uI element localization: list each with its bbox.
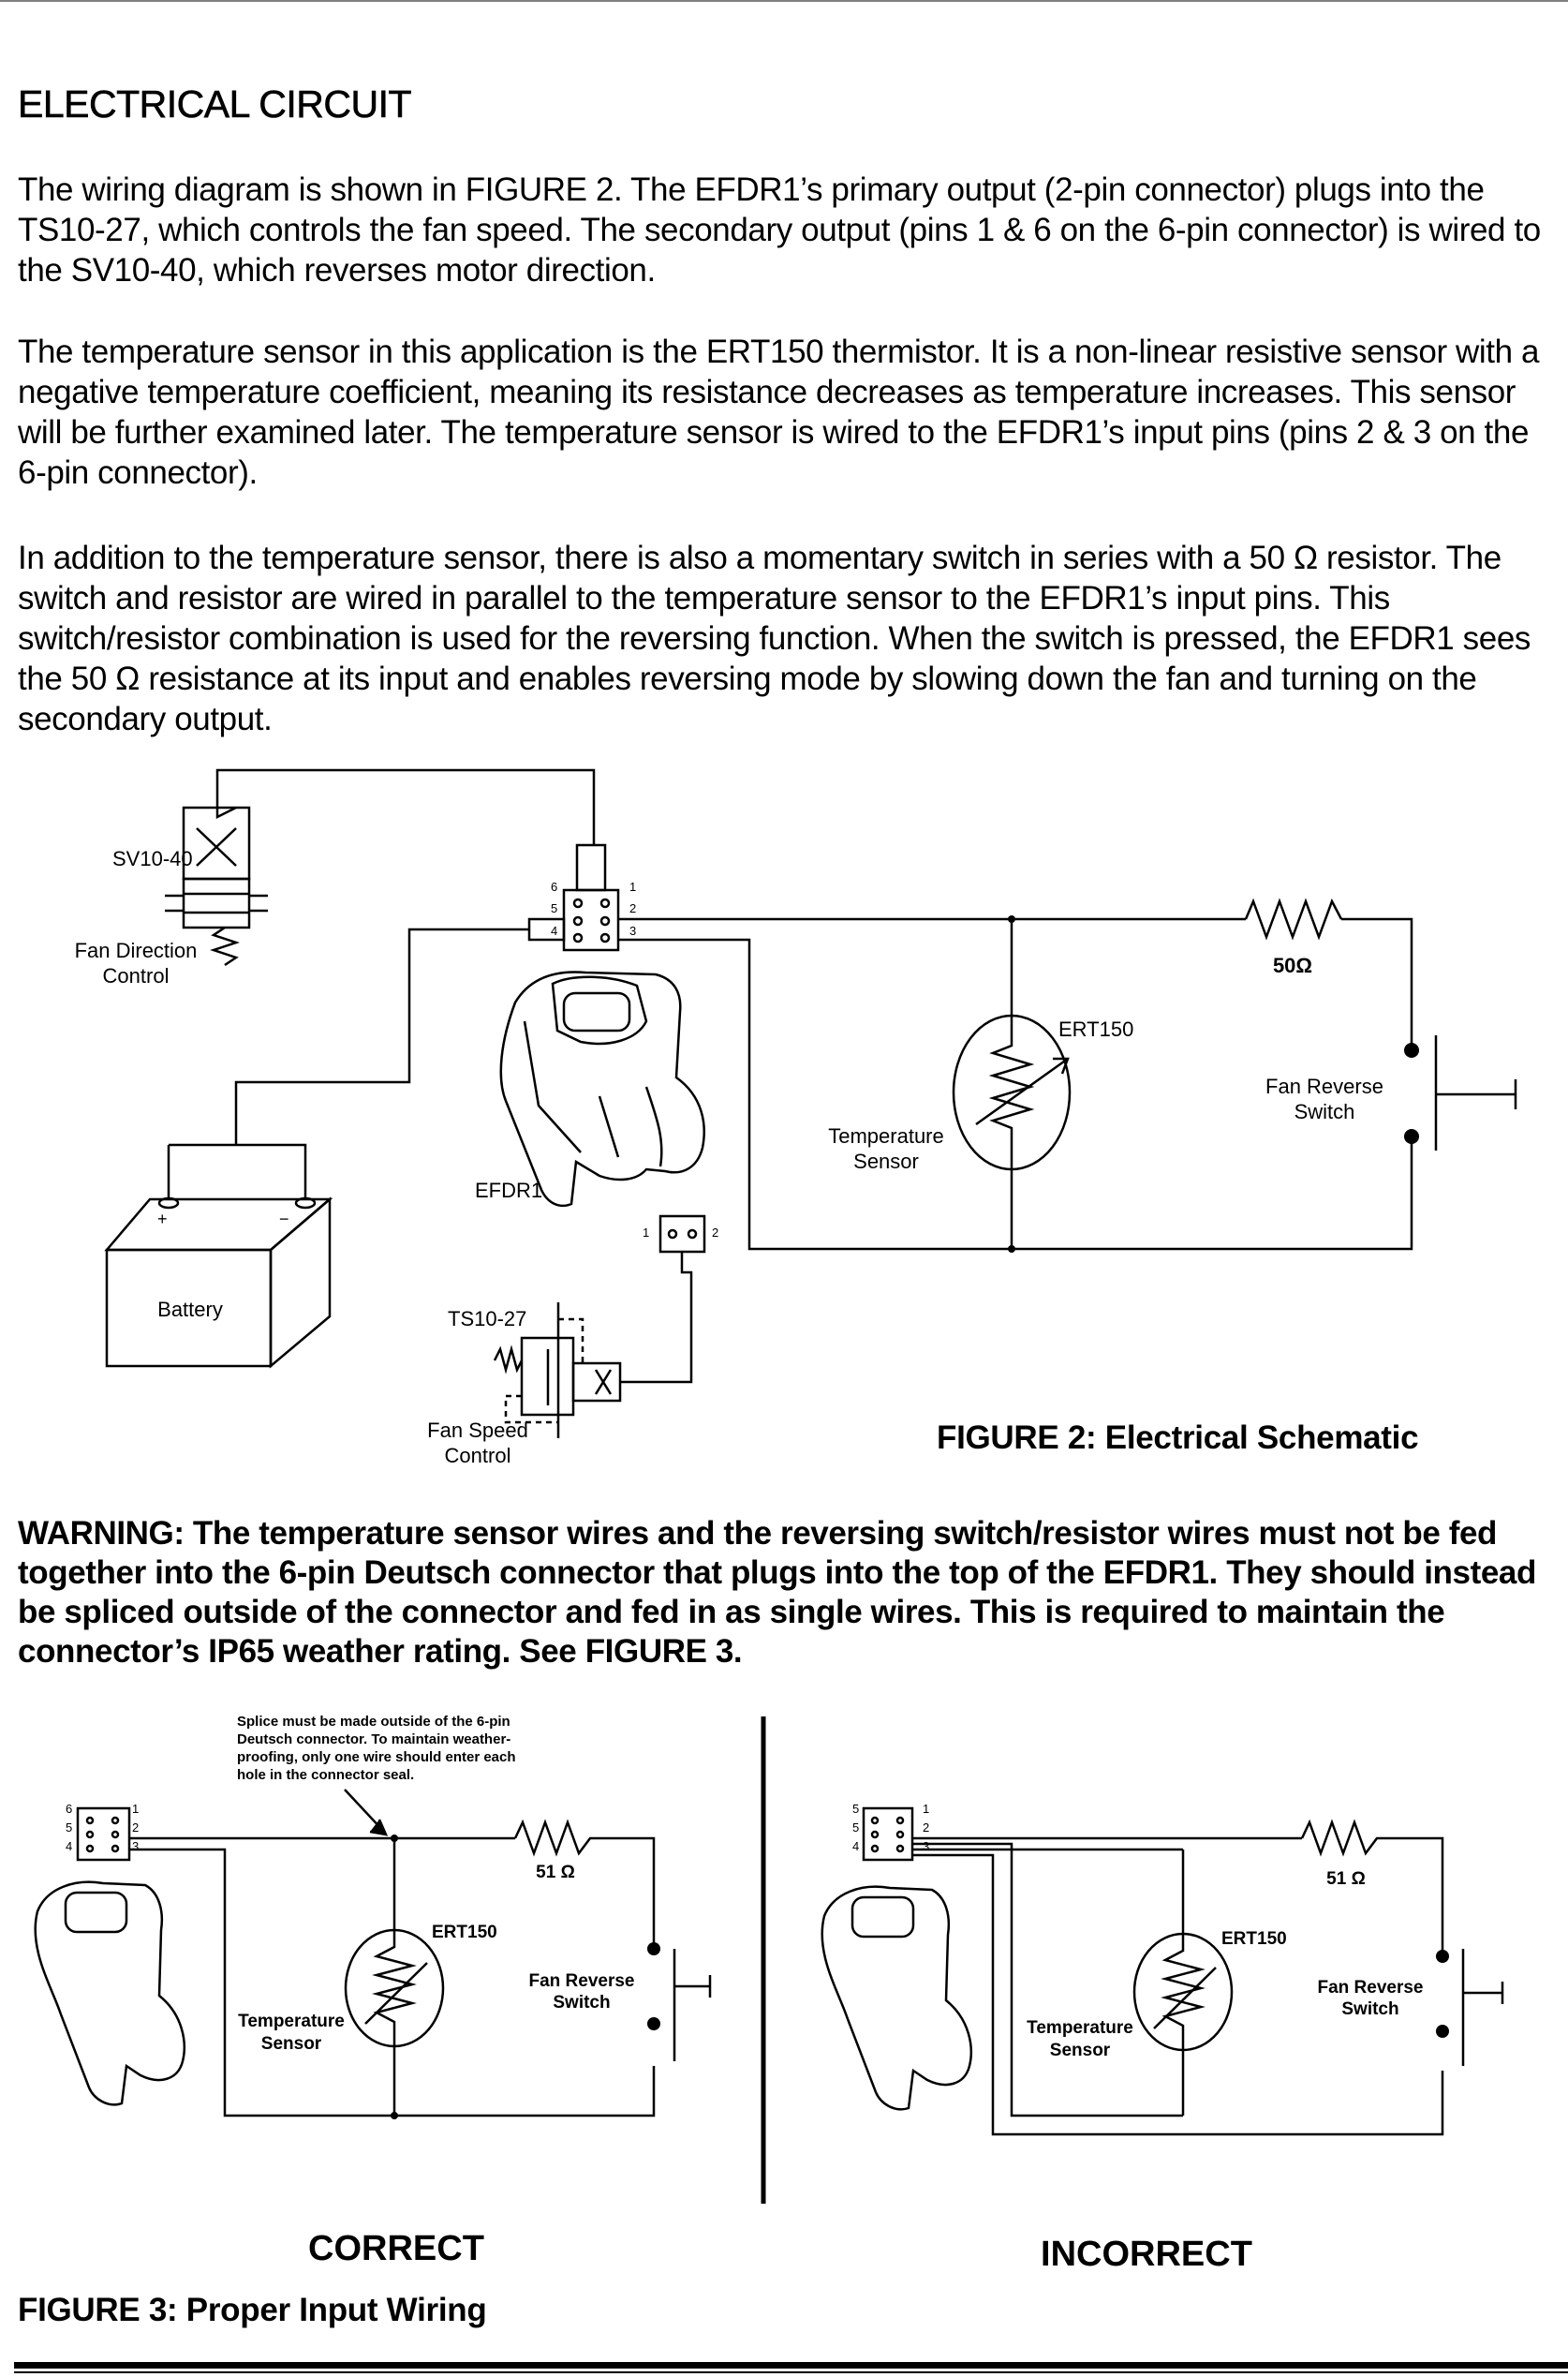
bottom-rule	[14, 2362, 1568, 2369]
connector-6pin-cap	[575, 843, 607, 892]
correct-pin-6: 6	[66, 1802, 72, 1816]
pin-label-2pin-1: 1	[643, 1226, 649, 1240]
correct-sensor-label-1: Temperature	[238, 2012, 345, 2031]
pin-label-3: 3	[629, 924, 636, 938]
splice-note-line-3: proofing, only one wire should enter eac…	[237, 1749, 516, 1765]
incorrect-pin-5: 5	[852, 1820, 859, 1835]
efdr1-controller	[499, 971, 705, 1208]
pin-label-4: 4	[551, 924, 557, 938]
pin-label-1: 1	[629, 880, 636, 894]
valve-ts10-27	[493, 1302, 622, 1438]
label-fan-direction: Fan Direction	[75, 939, 198, 962]
label-battery: Battery	[157, 1298, 223, 1321]
label-fan-reverse: Fan Reverse	[1265, 1075, 1383, 1098]
incorrect-pin-2: 2	[923, 1820, 929, 1835]
label-temperature-sensor: Temperature	[828, 1124, 944, 1148]
paragraph-switch: In addition to the temperature sensor, t…	[18, 540, 1531, 737]
paragraph-wiring: The wiring diagram is shown in FIGURE 2.…	[18, 171, 1541, 289]
correct-pin-2: 2	[132, 1820, 139, 1835]
valve-sv10-40	[165, 806, 268, 967]
bottom-rule-thin	[14, 2371, 1568, 2373]
wire-valve-top	[215, 768, 596, 845]
splice-note-line-1: Splice must be made outside of the 6-pin	[237, 1714, 510, 1730]
correct-switch-label-2: Switch	[553, 1993, 610, 2013]
correct-ert150-label: ERT150	[432, 1923, 497, 1942]
incorrect-ert150-label: ERT150	[1221, 1929, 1287, 1949]
label-sv10-40: SV10-40	[112, 847, 193, 870]
incorrect-pin-3: 3	[923, 1839, 929, 1853]
wire-switch-bottom	[618, 938, 1413, 1251]
temperature-sensor-symbol	[952, 1014, 1072, 1171]
pin-label-2: 2	[629, 901, 636, 915]
label-battery-pos: +	[157, 1210, 168, 1228]
section-heading: ELECTRICAL CIRCUIT	[18, 82, 412, 126]
pin-label-2pin-2: 2	[712, 1226, 718, 1240]
battery	[104, 1196, 333, 1369]
figure-3-caption: FIGURE 3: Proper Input Wiring	[18, 2292, 487, 2328]
label-ts10-27: TS10-27	[448, 1307, 526, 1330]
pin-label-6: 6	[551, 880, 557, 894]
incorrect-pin-4: 4	[852, 1839, 859, 1853]
resistor-50	[1244, 898, 1343, 941]
pin-label-5: 5	[551, 901, 557, 915]
incorrect-switch-label-1: Fan Reverse	[1317, 1978, 1423, 1998]
incorrect-switch-label-2: Switch	[1341, 1999, 1398, 2019]
warning-paragraph: WARNING: The temperature sensor wires an…	[18, 1515, 1536, 1670]
label-fan-speed: Fan Speed	[427, 1419, 528, 1442]
correct-switch-label-1: Fan Reverse	[528, 1971, 634, 1991]
incorrect-pin-6: 5	[852, 1802, 859, 1816]
incorrect-sensor-label-1: Temperature	[1027, 2018, 1133, 2038]
top-rule	[0, 0, 1568, 2]
correct-pin-5: 5	[66, 1820, 72, 1835]
correct-diagram	[34, 1789, 712, 2117]
correct-verdict: CORRECT	[308, 2229, 484, 2268]
wire-speed	[620, 1252, 693, 1384]
splice-note-line-4: hole in the connector seal.	[237, 1767, 414, 1783]
correct-pin-4: 4	[66, 1839, 72, 1853]
incorrect-resistor-label: 51 Ω	[1326, 1869, 1366, 1889]
label-battery-neg: −	[279, 1210, 289, 1228]
incorrect-verdict: INCORRECT	[1041, 2235, 1252, 2274]
label-fan-speed-2: Control	[445, 1444, 511, 1467]
label-temperature-sensor-2: Sensor	[853, 1150, 919, 1173]
correct-sensor-label-2: Sensor	[261, 2034, 322, 2054]
correct-pin-1: 1	[132, 1802, 139, 1816]
wire-resistor-out	[1341, 917, 1413, 1050]
incorrect-pin-1: 1	[923, 1802, 929, 1816]
label-resistor-50: 50Ω	[1273, 954, 1312, 977]
incorrect-sensor-label-2: Sensor	[1050, 2041, 1111, 2060]
wire-battery	[234, 928, 529, 1145]
figure-2-schematic: SV10-40 Fan Direction Control EFDR1 Batt…	[75, 768, 1517, 1467]
figure-2-caption: FIGURE 2: Electrical Schematic	[937, 1419, 1419, 1456]
paragraph-sensor: The temperature sensor in this applicati…	[18, 334, 1540, 491]
label-fan-reverse-2: Switch	[1294, 1100, 1355, 1123]
label-fan-direction-2: Control	[103, 964, 170, 988]
splice-note-line-2: Deutsch connector. To maintain weather-	[237, 1731, 510, 1747]
label-ert150: ERT150	[1058, 1018, 1133, 1041]
label-efdr1: EFDR1	[475, 1179, 542, 1202]
correct-resistor-label: 51 Ω	[536, 1863, 575, 1882]
correct-pin-3: 3	[132, 1839, 139, 1853]
incorrect-diagram	[821, 1806, 1504, 2136]
